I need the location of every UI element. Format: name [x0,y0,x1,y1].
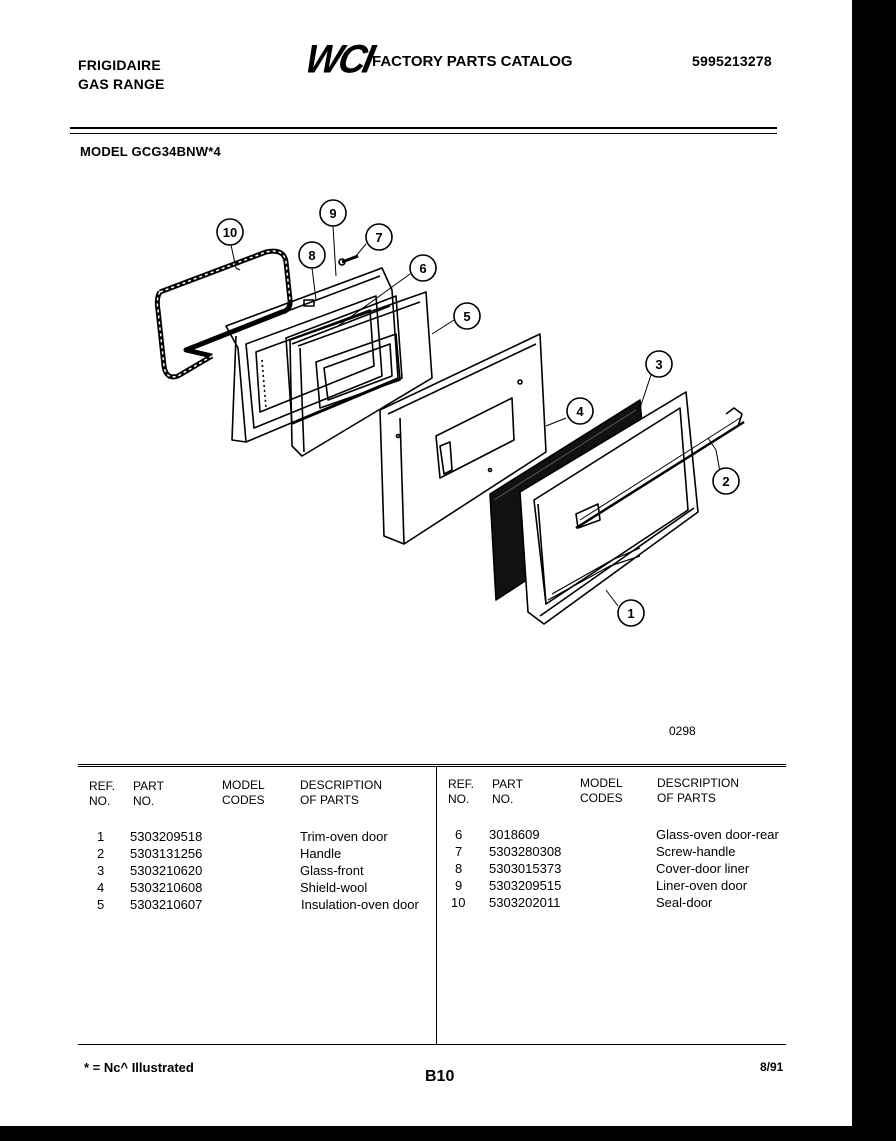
brand-line-1: FRIGIDAIRE [78,57,161,73]
catalog-number: 5995213278 [692,53,772,69]
callout-circle-1 [617,599,645,627]
leader-10 [230,244,241,271]
leader-6 [337,273,411,327]
header-rule-top [70,127,777,129]
brand-line-2: GAS RANGE [78,76,165,92]
callout-circle-3 [645,350,673,378]
header-rule-bottom [70,133,777,134]
scan-border-right [852,0,896,1141]
callout-circle-7 [365,223,393,251]
callout-5: 5 [463,309,470,324]
hdr-ref-left: REF.NO. [89,779,116,808]
screw-part [338,254,359,266]
scan-border-bottom [0,1126,896,1141]
seal-door-part [154,248,293,380]
callout-circle-2 [712,467,740,495]
callout-7: 7 [375,230,382,245]
callout-9: 9 [329,206,336,221]
callout-3: 3 [655,357,662,372]
figure-code: 0298 [669,724,696,738]
hdr-ref-right: REF.NO. [448,777,475,806]
callout-circle-10 [216,218,244,246]
table-rule-bottom [78,1044,786,1045]
callout-2: 2 [722,474,729,489]
leader-9 [332,225,337,277]
callout-6: 6 [419,261,426,276]
footer-note: * = Nc^ Illustrated [84,1060,194,1075]
table-divider [436,766,437,1044]
shield-wool-part [379,333,547,545]
callout-circle-4 [566,397,594,425]
exploded-door-diagram: 10 9 8 7 6 5 4 3 2 1 [154,199,745,627]
callout-4: 4 [576,404,584,419]
callout-8: 8 [308,248,315,263]
leader-8 [311,267,317,301]
callout-circle-9 [319,199,347,227]
callout-circle-5 [453,302,481,330]
footer-date: 8/91 [760,1060,784,1074]
liner-oven-door-part [225,267,399,443]
leader-1 [605,589,619,607]
table-rule-top [78,764,786,765]
callout-1: 1 [627,606,634,621]
catalog-title: FACTORY PARTS CATALOG [372,53,573,70]
leader-3 [639,371,653,409]
callout-circle-6 [409,254,437,282]
page-code: B10 [425,1068,455,1085]
leader-5 [431,319,455,335]
model-label: MODEL GCG34BNW*4 [80,144,221,159]
table-rule-top-2 [78,766,786,767]
handle-part [575,407,745,530]
leader-7 [355,243,367,257]
insulation-panel-part [289,291,433,457]
callout-10: 10 [223,225,237,240]
leader-2 [707,437,721,473]
leader-4 [545,417,567,427]
callout-circle-8 [298,241,326,269]
